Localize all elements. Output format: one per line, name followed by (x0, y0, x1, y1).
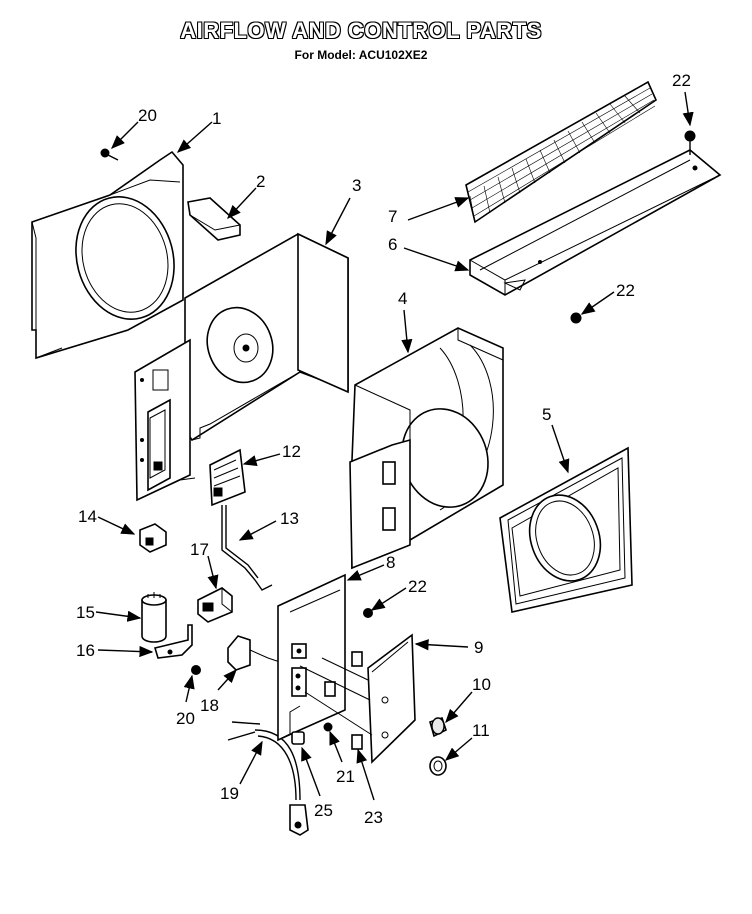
callout-22-panel: 22 (408, 577, 427, 596)
part-15-capacitor (141, 592, 167, 643)
part-13-capillary-tube (221, 505, 273, 591)
part-4-scroll-housing (349, 327, 504, 570)
callout-7: 7 (388, 207, 397, 226)
part-18-connector (227, 635, 281, 671)
part-7-filter-mesh (465, 80, 658, 224)
part-3-bulkhead (184, 232, 349, 442)
callout-labels: 20 1 2 3 7 6 22 22 4 5 12 13 14 17 8 22 … (76, 71, 691, 827)
callout-4: 4 (398, 289, 407, 308)
callout-20-top: 20 (138, 106, 157, 125)
part-11-knob (429, 756, 447, 776)
callout-1: 1 (212, 109, 221, 128)
part-6-rail (469, 149, 722, 296)
callout-17: 17 (190, 540, 209, 559)
callout-19: 19 (220, 784, 239, 803)
callout-20-lower: 20 (176, 709, 195, 728)
diagram-title: AIRFLOW AND CONTROL PARTS (180, 18, 542, 43)
callout-3: 3 (352, 176, 361, 195)
part-22-screw-rail (570, 312, 582, 324)
callout-14: 14 (78, 507, 97, 526)
leader-lines (95, 91, 694, 801)
callout-18: 18 (200, 696, 219, 715)
part-3-control-side-panel (134, 338, 196, 502)
model-subtitle: For Model: ACU102XE2 (294, 48, 428, 62)
part-9-escutcheon (367, 633, 416, 764)
callout-13: 13 (280, 509, 299, 528)
part-5-grille-frame (499, 446, 633, 613)
callout-23: 23 (364, 808, 383, 827)
part-14-relay (139, 523, 167, 553)
callout-11: 11 (472, 721, 490, 740)
callout-2: 2 (256, 172, 265, 191)
callout-6: 6 (388, 235, 397, 254)
part-8-control-panel (277, 573, 346, 742)
callout-5: 5 (542, 405, 551, 424)
callout-12: 12 (282, 442, 301, 461)
part-21-screw (323, 722, 333, 732)
part-16-capacitor-bracket (153, 624, 193, 659)
part-2-bracket (187, 197, 241, 241)
callout-21: 21 (336, 767, 355, 786)
callout-25: 25 (314, 801, 333, 820)
part-1-shroud (31, 150, 184, 360)
callout-9: 9 (474, 638, 483, 657)
callout-8: 8 (386, 553, 395, 572)
part-20-screw-top (100, 148, 119, 161)
part-25-strain-relief (291, 731, 305, 745)
part-20-screw-lower (191, 665, 201, 675)
part-22-screw-panel (363, 608, 373, 618)
part-19-power-cord (227, 721, 309, 836)
callout-16: 16 (76, 641, 95, 660)
part-10-knob (429, 716, 447, 738)
part-17-thermostat (197, 587, 233, 623)
callout-15: 15 (76, 603, 95, 622)
part-22-screw-upper-right (684, 130, 696, 155)
callout-10: 10 (472, 675, 491, 694)
callout-22-upper: 22 (672, 71, 691, 90)
part-12-switch-bracket (209, 448, 246, 507)
callout-22-rail: 22 (616, 281, 635, 300)
